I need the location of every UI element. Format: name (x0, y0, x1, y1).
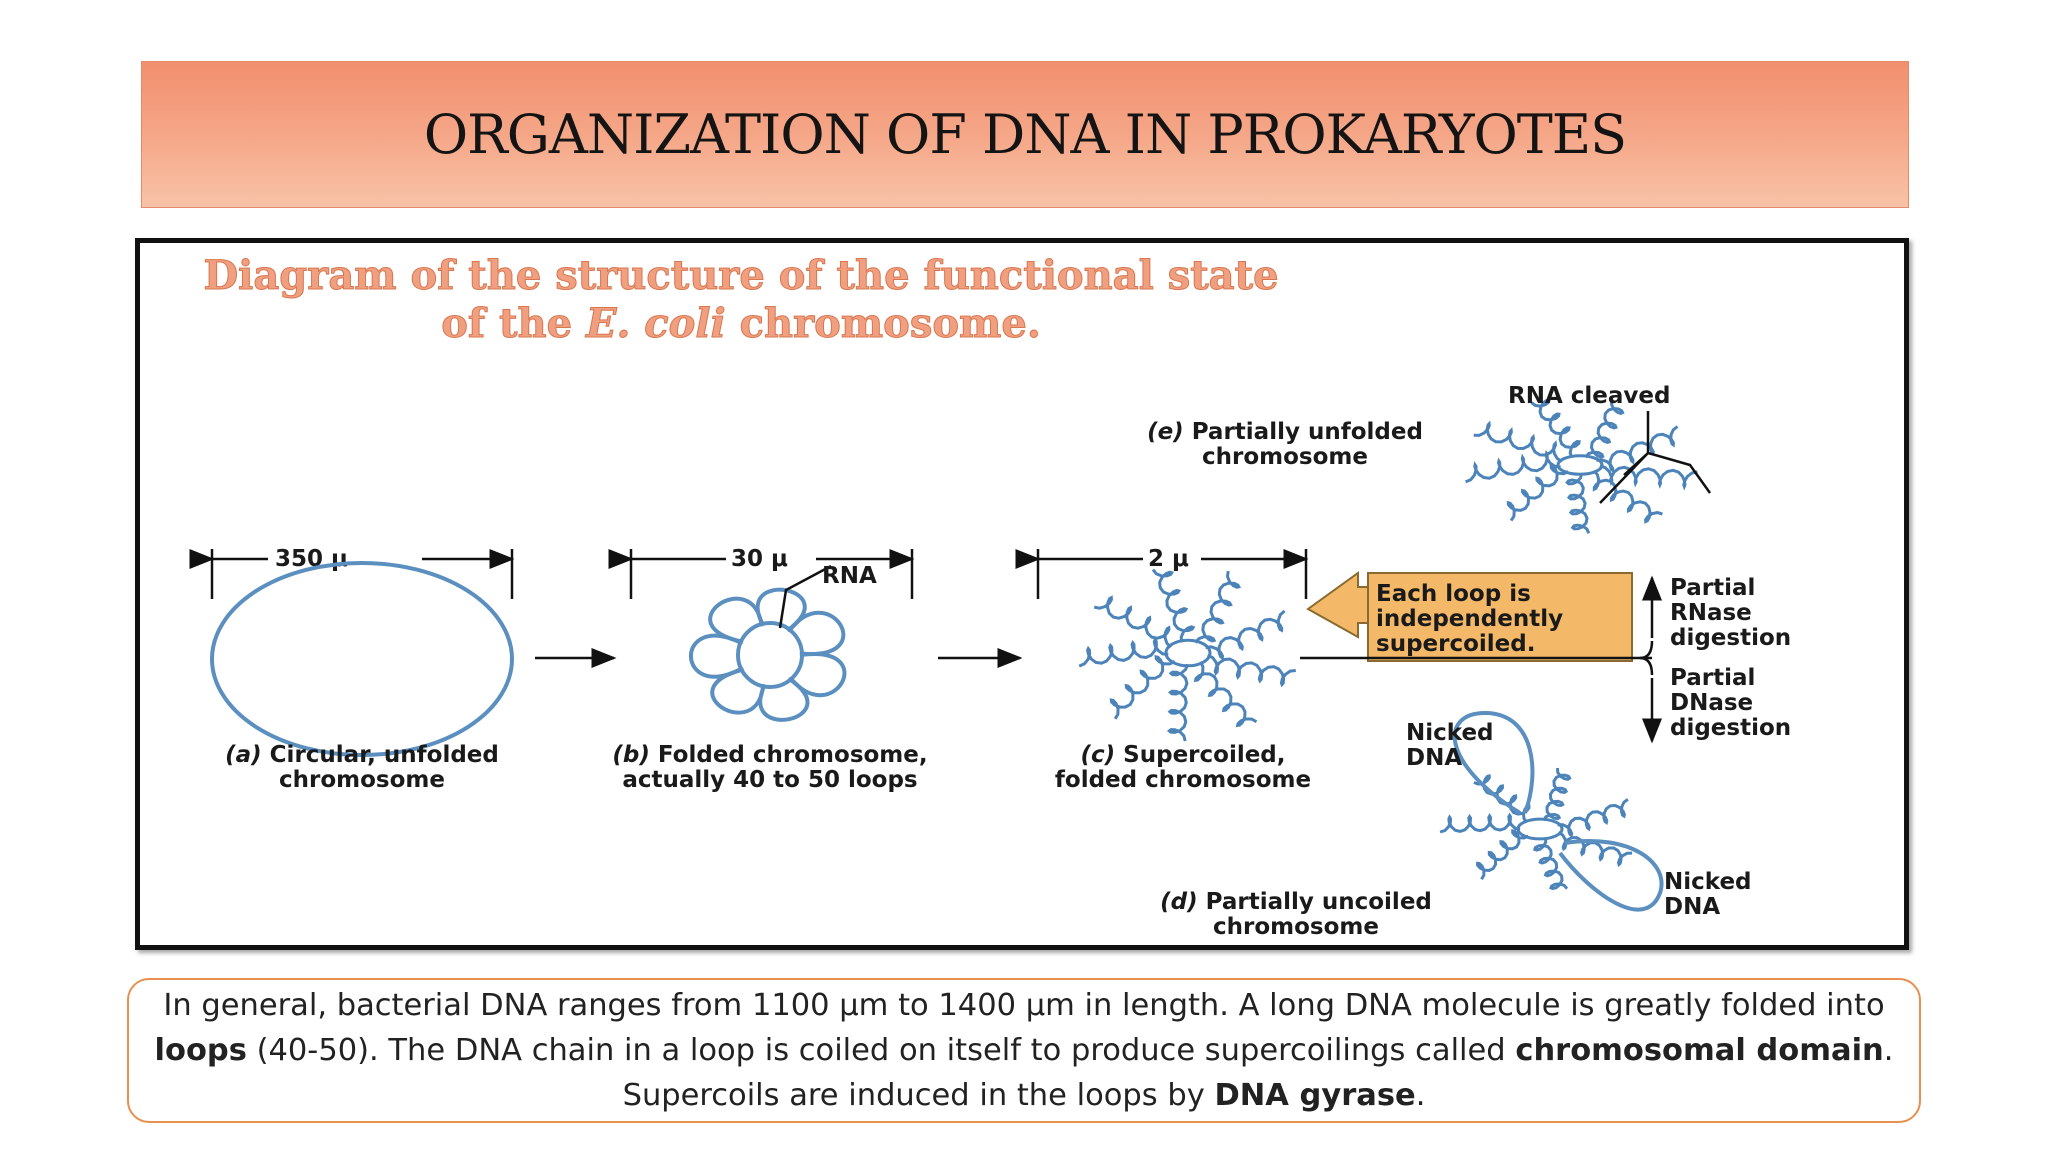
svg-text:DNA: DNA (1664, 894, 1720, 920)
svg-text:2 μ: 2 μ (1148, 546, 1189, 572)
supercoil (1592, 469, 1663, 524)
scale-bar-b: 30 μ (608, 546, 915, 599)
supercoil (1464, 449, 1561, 484)
dna-loop (788, 652, 847, 698)
dna-loop (688, 633, 744, 679)
supercoil (1557, 831, 1633, 868)
caption-box: In general, bacterial DNA ranges from 11… (127, 978, 1921, 1123)
dna-loop (787, 610, 846, 656)
diagram-title-line2: of the E. coli chromosome. (441, 300, 1041, 347)
supercoil (1093, 595, 1172, 649)
svg-text:independently: independently (1376, 606, 1563, 632)
label-d: (d) Partially uncoiled (1160, 889, 1432, 915)
supercoil (1193, 661, 1258, 728)
supercoil (1206, 653, 1296, 688)
supercoil (1109, 654, 1176, 720)
dna-loop (710, 667, 766, 715)
chromosome-diagram: Diagram of the structure of the function… (189, 252, 1791, 940)
supercoil (1596, 425, 1679, 474)
svg-text:digestion: digestion (1670, 625, 1791, 651)
supercoil (1530, 398, 1581, 459)
supercoil (1473, 420, 1563, 463)
svg-text:digestion: digestion (1670, 715, 1791, 741)
svg-text:RNA cleaved: RNA cleaved (1508, 383, 1670, 409)
supercoil (1532, 837, 1569, 891)
supercoil (1151, 568, 1196, 643)
scale-bar-c: 2 μ (1015, 546, 1309, 599)
circular-chromosome (210, 561, 514, 757)
label-b: (b) Folded chromosome, (612, 742, 927, 768)
svg-text:Nicked: Nicked (1406, 720, 1494, 746)
supercoiled-chromosome (1078, 568, 1296, 742)
supercoil (1205, 609, 1286, 661)
svg-text:RNase: RNase (1670, 600, 1752, 626)
supercoil (1542, 767, 1572, 822)
label-e: (e) Partially unfolded (1147, 419, 1423, 445)
supercoil (1565, 472, 1591, 534)
supercoil (1439, 812, 1521, 834)
svg-text:chromosome: chromosome (279, 767, 445, 793)
svg-text:chromosome: chromosome (1202, 444, 1368, 470)
supercoil (1194, 570, 1242, 644)
svg-text:chromosome: chromosome (1213, 914, 1379, 940)
dna-loop (758, 676, 810, 722)
svg-text:30 μ: 30 μ (731, 546, 788, 572)
svg-text:Partial: Partial (1670, 665, 1755, 691)
folded-chromosome: RNA (688, 563, 877, 722)
svg-text:RNA: RNA (822, 563, 877, 589)
diagram-frame: Diagram of the structure of the function… (135, 238, 1909, 950)
supercoil (1584, 398, 1625, 459)
partially-unfolded-chromosome (1464, 398, 1698, 534)
svg-text:actually 40 to 50 loops: actually 40 to 50 loops (622, 767, 917, 793)
title-banner: ORGANIZATION OF DNA IN PROKARYOTES (141, 61, 1909, 208)
svg-text:Each loop is: Each loop is (1376, 581, 1531, 607)
partially-uncoiled-chromosome (1439, 710, 1664, 912)
svg-text:Partial: Partial (1670, 575, 1755, 601)
svg-text:Nicked: Nicked (1664, 869, 1752, 895)
supercoil (1557, 798, 1629, 838)
label-c: (c) Supercoiled, (1080, 742, 1285, 768)
svg-text:supercoiled.: supercoiled. (1376, 631, 1535, 657)
slide-title: ORGANIZATION OF DNA IN PROKARYOTES (423, 103, 1627, 166)
supercoil (1166, 663, 1189, 742)
supercoil (1078, 637, 1169, 668)
supercoil (1506, 464, 1569, 522)
caption-text: In general, bacterial DNA ranges from 11… (154, 988, 1894, 1113)
dna-loop (708, 596, 764, 644)
svg-text:folded chromosome: folded chromosome (1055, 767, 1311, 793)
label-a: (a) Circular, unfolded (225, 742, 499, 768)
svg-text:DNase: DNase (1670, 690, 1753, 716)
supercoil (1476, 829, 1529, 881)
loop-callout: Each loop is independently supercoiled. (1306, 571, 1633, 662)
diagram-title-line1: Diagram of the structure of the function… (203, 252, 1278, 299)
svg-text:DNA: DNA (1406, 745, 1462, 771)
supercoil (1599, 464, 1698, 491)
